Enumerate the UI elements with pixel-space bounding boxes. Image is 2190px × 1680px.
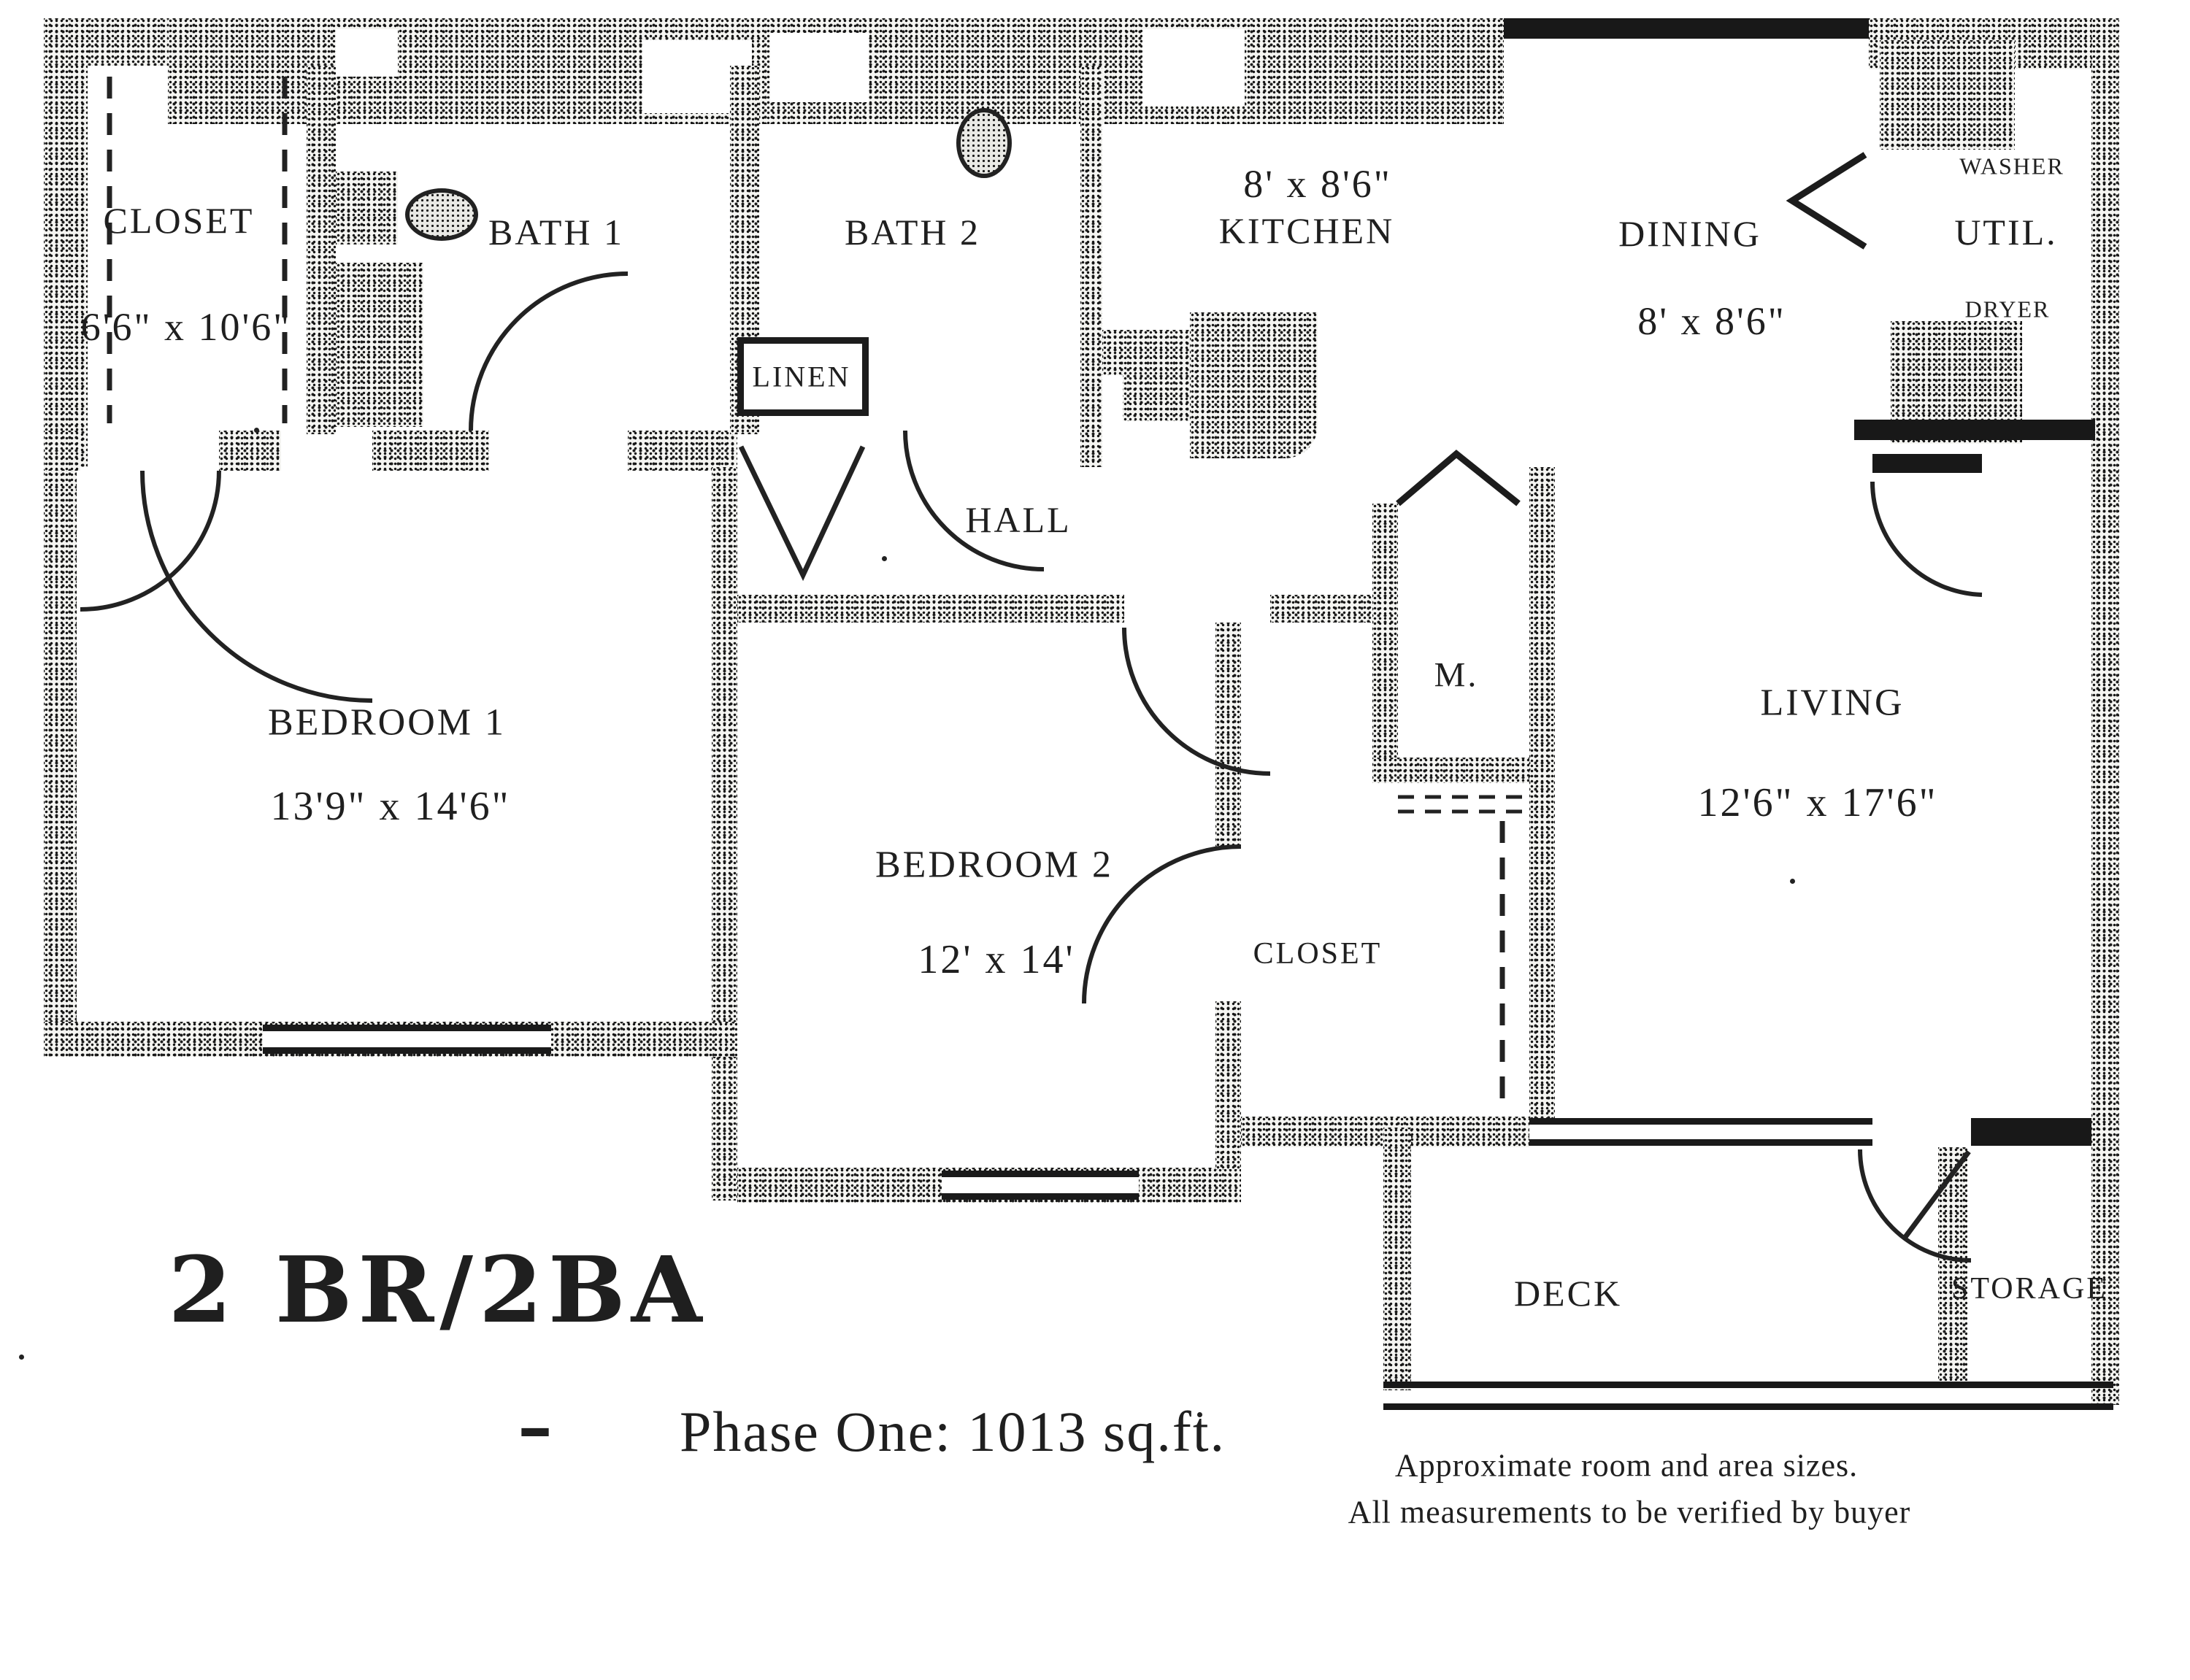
mcloset-label: M.	[1434, 655, 1479, 695]
wall-closet-bath1	[307, 66, 336, 434]
wall-mcloset-left	[1372, 504, 1398, 763]
bath1-vanity	[336, 172, 398, 244]
dining-dims: 8' x 8'6"	[1637, 299, 1786, 343]
bed2-window	[942, 1171, 1139, 1200]
bath2-toilet	[956, 108, 1012, 178]
deck-railing-inner	[1383, 1403, 2113, 1410]
wall-bed2-top	[737, 595, 1124, 623]
hall-label: HALL	[965, 499, 1072, 540]
bath1-label: BATH 1	[488, 212, 625, 253]
wall-storage-top	[1971, 1118, 2091, 1146]
wall-top-dining	[1504, 18, 1876, 39]
wall-bath2-kitchen	[1080, 66, 1102, 467]
bedroom2-closet-door-arc	[1082, 844, 1242, 1004]
wall-util-bottom	[1854, 420, 2095, 440]
bedroom2-label: BEDROOM 2	[875, 844, 1114, 886]
scan-speck	[19, 1355, 24, 1360]
bedroom1-label: BEDROOM 1	[267, 701, 507, 744]
mcloset-gable	[1396, 450, 1521, 506]
linen-door-leaf	[738, 445, 866, 582]
kitchen-label: KITCHEN	[1218, 210, 1395, 251]
wall-deck-left	[1383, 1128, 1411, 1390]
kitchen-counter-notch	[1102, 375, 1123, 421]
wall-row-piece-2	[219, 431, 281, 471]
linen-label: LINEN	[752, 360, 851, 393]
footnote-line-2: All measurements to be verified by buyer	[1348, 1494, 1911, 1530]
deck-label: DECK	[1513, 1273, 1623, 1314]
bath1-toilet	[405, 188, 478, 241]
entry-closet-label: CLOSET	[103, 200, 255, 241]
util-washer-box	[1880, 40, 2015, 150]
wall-bed1-bed2	[712, 467, 737, 1201]
dining-label: DINING	[1618, 213, 1761, 254]
wall-bed2-top-right	[1270, 595, 1376, 623]
wall-row-piece-1	[44, 431, 80, 471]
living-deck-slider	[1529, 1118, 1872, 1146]
bedroom2-door-arc	[1122, 627, 1271, 776]
storage-door-arc	[1858, 1149, 1972, 1263]
storage-door-leaf	[1903, 1149, 1971, 1239]
bedroom2-closet-label: CLOSET	[1253, 937, 1383, 971]
entry-closet-door-arc	[80, 470, 221, 612]
bedroom1-door-arc	[140, 470, 373, 703]
wall-row-piece-4	[628, 431, 737, 471]
kitchen-dims: 8' x 8'6"	[1243, 162, 1392, 206]
deck-railing-outer	[1383, 1382, 2113, 1388]
wall-bed2-right-upper	[1215, 623, 1241, 849]
wall-left-upper	[44, 18, 88, 467]
phase-note: Phase One: 1013 sq.ft.	[679, 1400, 1226, 1463]
plan-title: 2 BR/2BA	[168, 1237, 708, 1344]
phase-dash: –	[518, 1386, 558, 1468]
wall-row-piece-3	[372, 431, 489, 471]
bath2-label: BATH 2	[844, 212, 981, 253]
util-label: UTIL.	[1954, 212, 2058, 253]
top-band-cutout-1	[336, 29, 398, 77]
living-label: LIVING	[1760, 682, 1905, 724]
bath2-door-arc	[903, 430, 1045, 571]
wall-right-outer	[2091, 18, 2119, 1405]
wall-entry	[1872, 454, 1982, 473]
scan-speck	[1790, 879, 1795, 884]
scan-speck	[254, 428, 259, 433]
util-washer-label: WASHER	[1959, 153, 2064, 180]
linen-closet-box	[737, 337, 869, 416]
bedroom2-dims: 12' x 14'	[918, 937, 1075, 982]
bath1-door-arc	[469, 271, 629, 431]
kitchen-counter-end	[1190, 312, 1318, 458]
storage-label: STORAGE	[1951, 1272, 2108, 1306]
wall-bed2-right-lower	[1215, 1001, 1241, 1169]
wall-left-lower	[44, 467, 77, 1055]
scan-speck	[882, 556, 887, 561]
bedroom1-dims: 13'9" x 14'6"	[270, 784, 511, 829]
footnote-line-1: Approximate room and area sizes.	[1394, 1447, 1859, 1484]
bed1-window	[263, 1025, 551, 1054]
wall-mcloset-right	[1529, 467, 1555, 1120]
living-dims: 12'6" x 17'6"	[1697, 780, 1938, 825]
kitchen-appliance	[1142, 29, 1245, 106]
entry-closet-dims: 6'6" x 10'6"	[80, 305, 292, 349]
bath1-shower	[336, 263, 423, 427]
wall-mcloset-bottom	[1372, 758, 1529, 783]
scan-speck	[1197, 1412, 1202, 1417]
living-entry-door-arc	[1870, 481, 1983, 597]
bath2-tub	[770, 33, 869, 102]
util-angled-wall	[1786, 152, 1867, 250]
util-dryer-label: DRYER	[1964, 296, 2051, 323]
